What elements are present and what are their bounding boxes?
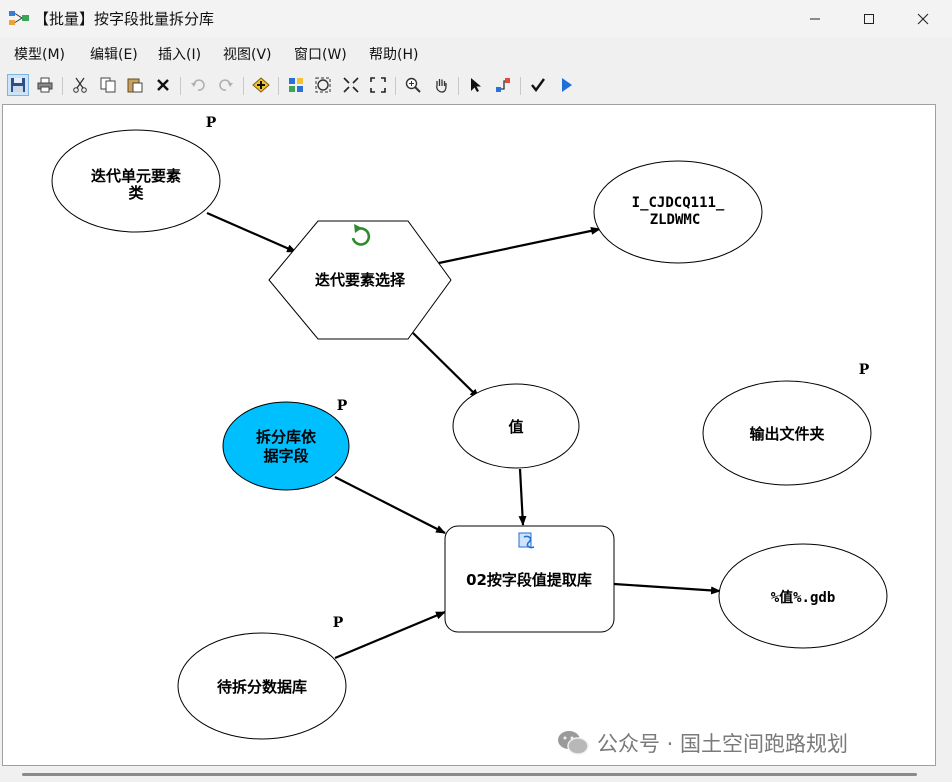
minimize-button[interactable]	[792, 0, 838, 37]
zoom-in-button[interactable]	[402, 74, 424, 96]
select-button[interactable]	[465, 74, 487, 96]
node-source-database[interactable]	[177, 632, 347, 740]
modelbuilder-app-icon	[9, 11, 29, 25]
close-button[interactable]	[900, 0, 946, 37]
select-icon	[471, 78, 481, 92]
menu-view[interactable]: 视图(V)	[223, 47, 272, 63]
fixed-zoom-out-icon	[370, 77, 386, 93]
parameter-marker: P	[333, 615, 344, 631]
save-icon	[11, 78, 25, 92]
connector-iter-input-to-iterator[interactable]	[206, 211, 297, 254]
cut-icon	[73, 77, 87, 93]
pan-button[interactable]	[430, 74, 452, 96]
horizontal-scrollbar[interactable]	[2, 766, 936, 782]
print-button[interactable]	[34, 74, 56, 96]
node-iteration-input-feature-class[interactable]	[51, 129, 221, 233]
vertical-scrollbar[interactable]	[936, 104, 952, 766]
menu-window[interactable]: 窗口(W)	[294, 47, 347, 63]
fixed-zoom-in-icon	[343, 77, 359, 93]
menu-bar: 模型(M) 编辑(E) 插入(I) 视图(V) 窗口(W) 帮助(H)	[0, 40, 952, 66]
wechat-icon	[558, 731, 589, 755]
print-icon	[37, 77, 53, 93]
connect-icon	[496, 78, 510, 92]
save-button[interactable]	[7, 74, 29, 96]
connector-tool-to-result[interactable]	[613, 582, 721, 595]
connector-value-to-tool[interactable]	[518, 468, 527, 526]
model-diagram: 迭代单元要素 类 P 迭代要素选择 I_CJDCQ111_ ZLDWMC 值 输…	[51, 115, 888, 740]
cut-button[interactable]	[69, 74, 91, 96]
connect-button[interactable]	[492, 74, 514, 96]
maximize-button[interactable]	[846, 0, 892, 37]
undo-icon	[191, 79, 205, 91]
add-data-icon	[252, 77, 270, 93]
node-output-folder-label: 输出文件夹	[749, 425, 824, 443]
node-value-label: 值	[508, 418, 523, 436]
node-split-field[interactable]	[222, 401, 350, 491]
auto-layout-icon	[289, 78, 303, 92]
node-result-label: %值%.gdb	[771, 589, 836, 606]
full-extent-button[interactable]	[312, 74, 334, 96]
node-split-field-label-line2: 据字段	[263, 447, 308, 465]
node-tool-extract-by-field-value[interactable]	[444, 525, 615, 633]
model-canvas[interactable]: 迭代单元要素 类 P 迭代要素选择 I_CJDCQ111_ ZLDWMC 值 输…	[2, 104, 936, 766]
delete-button[interactable]	[152, 74, 174, 96]
window-title: 【批量】按字段批量拆分库	[34, 10, 215, 28]
fixed-zoom-in-button[interactable]	[340, 74, 362, 96]
watermark-text: 公众号 · 国土空间跑路规划	[597, 732, 849, 756]
paste-icon	[127, 78, 143, 93]
connector-iterator-to-value[interactable]	[412, 332, 480, 399]
menu-edit[interactable]: 编辑(E)	[90, 47, 138, 63]
connector-split-field-to-tool[interactable]	[334, 476, 446, 534]
validate-button[interactable]	[527, 74, 549, 96]
menu-model[interactable]: 模型(M)	[14, 47, 66, 63]
parameter-marker: P	[337, 398, 348, 414]
node-output-folder[interactable]	[702, 380, 872, 486]
node-iteration-input-label-line2: 类	[128, 184, 144, 202]
connector-source-db-to-tool[interactable]	[334, 610, 446, 660]
connector-iterator-to-output[interactable]	[438, 226, 601, 265]
minimize-icon	[810, 18, 820, 19]
menu-help[interactable]: 帮助(H)	[369, 47, 419, 63]
toolbar	[0, 72, 952, 102]
delete-icon	[157, 79, 169, 91]
node-tool-label: 02按字段值提取库	[466, 571, 592, 589]
title-bar: 【批量】按字段批量拆分库	[0, 0, 952, 37]
run-button[interactable]	[555, 74, 577, 96]
parameter-marker: P	[206, 115, 217, 131]
add-data-button[interactable]	[250, 74, 272, 96]
node-iterator-output-label-line1: I_CJDCQ111_	[632, 195, 725, 211]
node-iteration-input-label-line1: 迭代单元要素	[91, 167, 181, 185]
node-value[interactable]	[452, 383, 580, 469]
node-iterator-output[interactable]	[593, 160, 763, 264]
iterate-icon	[351, 224, 371, 246]
copy-button[interactable]	[97, 74, 119, 96]
run-icon	[562, 78, 572, 92]
node-result-gdb[interactable]	[718, 543, 888, 649]
node-split-field-label-line1: 拆分库依	[256, 428, 317, 446]
parameter-marker: P	[859, 362, 870, 378]
script-tool-icon	[518, 532, 535, 549]
menu-insert[interactable]: 插入(I)	[158, 47, 202, 63]
watermark: 公众号 · 国土空间跑路规划	[557, 728, 848, 758]
auto-layout-button[interactable]	[285, 74, 307, 96]
paste-button[interactable]	[124, 74, 146, 96]
maximize-icon	[864, 13, 874, 24]
validate-icon	[531, 78, 545, 92]
close-icon	[917, 13, 929, 24]
fixed-zoom-out-button[interactable]	[367, 74, 389, 96]
pan-icon	[436, 79, 447, 93]
node-iterate-feature-selection[interactable]	[268, 220, 452, 340]
undo-button[interactable]	[187, 74, 209, 96]
zoom-in-icon	[405, 77, 421, 93]
redo-icon	[219, 79, 233, 91]
full-extent-icon	[315, 77, 331, 93]
horizontal-scroll-thumb[interactable]	[22, 773, 917, 776]
node-iterator-output-label-line2: ZLDWMC	[650, 212, 701, 228]
node-source-database-label: 待拆分数据库	[217, 678, 307, 696]
node-iterator-label: 迭代要素选择	[315, 271, 406, 289]
copy-icon	[100, 77, 116, 93]
redo-button[interactable]	[215, 74, 237, 96]
